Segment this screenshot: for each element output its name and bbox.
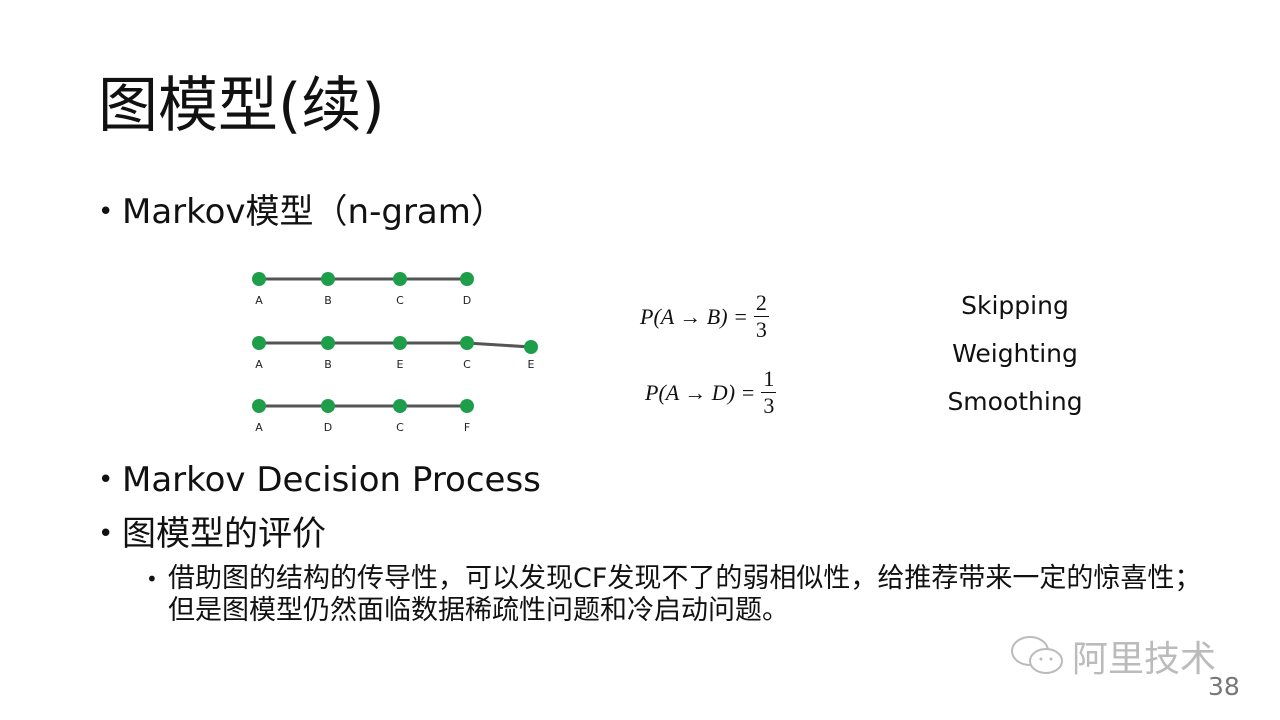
node-label: D [463, 294, 471, 307]
node-A [252, 336, 266, 350]
node-label: E [528, 358, 535, 371]
formula-lhs: P(A → D) = [645, 379, 756, 405]
technique-weighting: Weighting [952, 339, 1078, 368]
technique-smoothing: Smoothing [947, 387, 1083, 416]
node-B [321, 336, 335, 350]
formula-lhs: P(A → B) = [640, 303, 748, 329]
node-label: D [324, 421, 332, 434]
numerator: 1 [761, 366, 777, 393]
node-A [252, 399, 266, 413]
node-F [460, 399, 474, 413]
node-C [460, 336, 474, 350]
eval-detail-text: 借助图的结构的传导性，可以发现CF发现不了的弱相似性，给推荐带来一定的惊喜性；但… [168, 563, 1202, 626]
node-D [321, 399, 335, 413]
wechat-icon [1011, 636, 1063, 674]
node-C [393, 399, 407, 413]
node-A [252, 272, 266, 286]
node-C [393, 272, 407, 286]
node-label: C [396, 421, 404, 434]
denominator: 3 [755, 317, 767, 342]
node-E [393, 336, 407, 350]
technique-skipping: Skipping [961, 291, 1069, 320]
techniques-list: Skipping Weighting Smoothing [915, 282, 1115, 426]
node-B [321, 272, 335, 286]
slide-title: 图模型(续) [98, 71, 385, 141]
node-D [460, 272, 474, 286]
bullet-eval: 图模型的评价 [98, 512, 326, 556]
node-E [524, 340, 538, 354]
markov-chain-diagram: A B C D A B E C E A D C F [252, 272, 538, 434]
node-label: C [463, 358, 471, 371]
node-label: B [324, 294, 332, 307]
node-label: A [255, 358, 263, 371]
bullet-markov: Markov模型（n-gram） [98, 190, 505, 234]
sequence-1: A B C D [252, 272, 474, 307]
node-label: C [396, 294, 404, 307]
node-label: A [255, 294, 263, 307]
page-number: 38 [1208, 672, 1240, 701]
node-label: B [324, 358, 332, 371]
watermark: 阿里技术 [1010, 630, 1216, 682]
denominator: 3 [763, 393, 775, 418]
watermark-text: 阿里技术 [1072, 639, 1217, 680]
node-label: E [397, 358, 404, 371]
bullet-mdp: Markov Decision Process [98, 458, 541, 502]
node-label: A [255, 421, 263, 434]
numerator: 2 [753, 290, 769, 317]
node-label: F [464, 421, 470, 434]
sub-bullet-eval-detail: • 借助图的结构的传导性，可以发现CF发现不了的弱相似性，给推荐带来一定的惊喜性… [146, 563, 1206, 627]
